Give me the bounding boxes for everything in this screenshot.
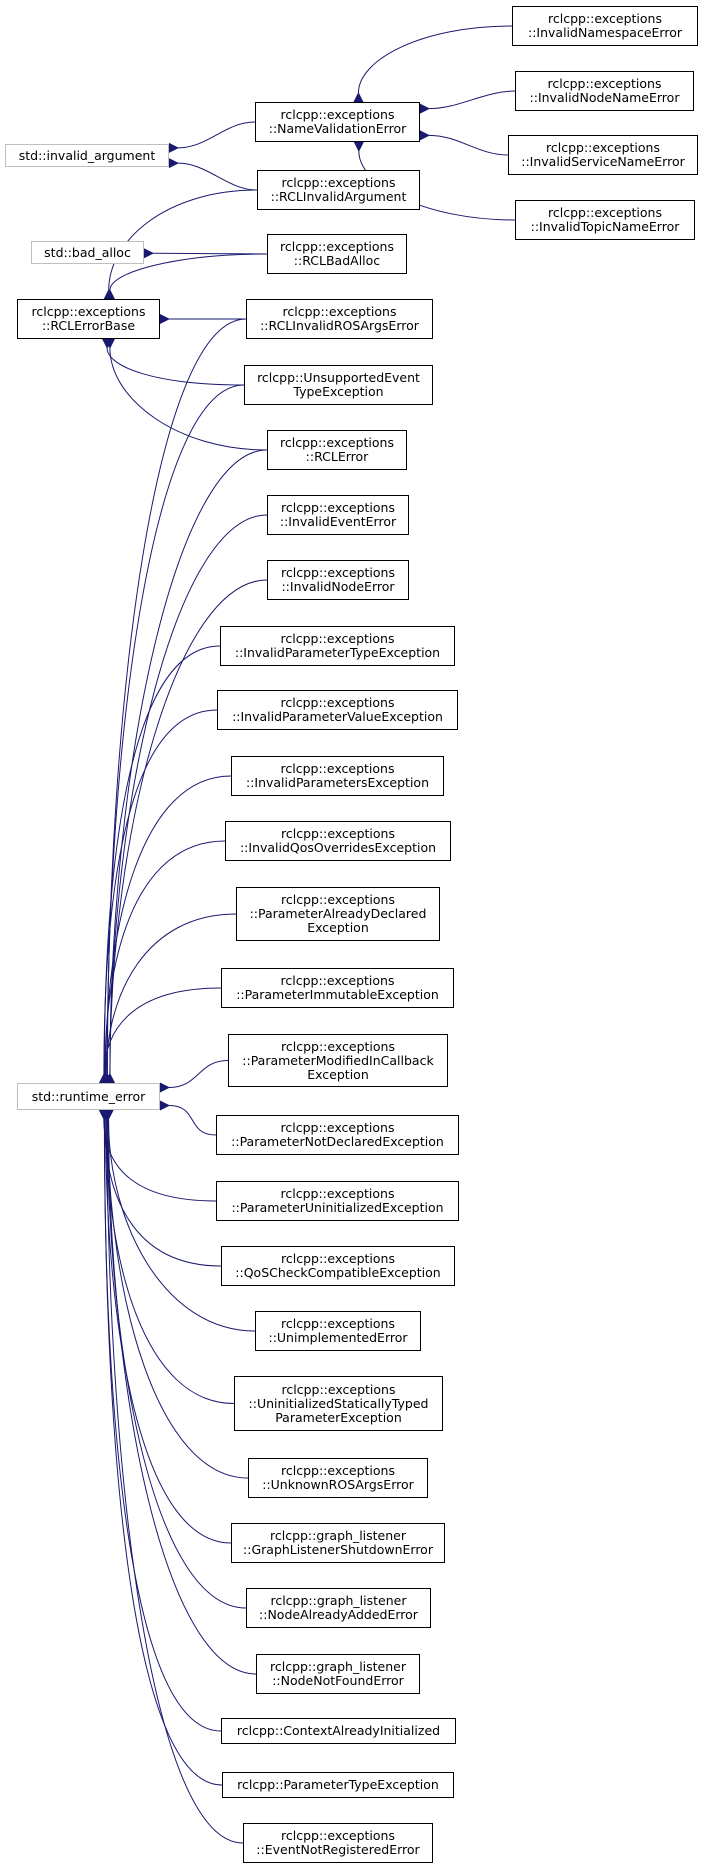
class-node-bad-alloc[interactable]: std::bad_alloc [31, 241, 144, 264]
inheritance-edge-rclerror-to-rclerror-base [104, 338, 268, 451]
class-node-unknown-rosargs-error[interactable]: rclcpp::exceptions ::UnknownROSArgsError [248, 1458, 428, 1498]
class-node-invalid-topic-name-error[interactable]: rclcpp::exceptions ::InvalidTopicNameErr… [515, 200, 695, 240]
inheritance-edge-rclinvalid-argument-to-rclerror-base [103, 189, 258, 300]
inheritance-edge-parameter-immutable-exception-to-runtime-error [99, 987, 222, 1084]
inheritance-edge-rclerror-to-runtime-error [104, 449, 268, 1084]
class-node-node-not-found-error[interactable]: rclcpp::graph_listener ::NodeNotFoundErr… [256, 1654, 420, 1694]
inheritance-edge-parameter-not-declared-exception-to-runtime-error [159, 1100, 217, 1136]
inheritance-edge-rclinvalid-argument-to-invalid-argument [168, 158, 258, 191]
class-node-unimplemented-error[interactable]: rclcpp::exceptions ::UnimplementedError [255, 1311, 421, 1351]
inheritance-edge-parameter-already-declared-exception-to-runtime-error [101, 913, 237, 1084]
class-node-parameter-immutable-exception[interactable]: rclcpp::exceptions ::ParameterImmutableE… [221, 968, 454, 1008]
inheritance-edge-rclbad-alloc-to-rclerror-base [104, 253, 268, 300]
class-node-invalid-event-error[interactable]: rclcpp::exceptions ::InvalidEventError [267, 495, 409, 535]
inheritance-edge-invalid-qos-overrides-exception-to-runtime-error [99, 840, 226, 1084]
class-node-uninitialized-statically-typed-parameter-exception[interactable]: rclcpp::exceptions ::UninitializedStatic… [234, 1376, 443, 1431]
class-node-rclerror[interactable]: rclcpp::exceptions ::RCLError [267, 430, 407, 470]
class-node-context-already-initialized[interactable]: rclcpp::ContextAlreadyInitialized [221, 1718, 456, 1744]
inheritance-edge-node-not-found-error-to-runtime-error [103, 1109, 257, 1675]
class-node-unsupported-event-type-exception[interactable]: rclcpp::UnsupportedEvent TypeException [244, 365, 433, 405]
class-node-name-validation-error[interactable]: rclcpp::exceptions ::NameValidationError [255, 102, 420, 142]
class-node-qo-scheck-compatible-exception[interactable]: rclcpp::exceptions ::QoSCheckCompatibleE… [221, 1246, 455, 1286]
inheritance-edge-event-not-registered-error-to-runtime-error [102, 1109, 244, 1844]
class-node-parameter-type-exception[interactable]: rclcpp::ParameterTypeException [222, 1772, 454, 1798]
inheritance-edge-unimplemented-error-to-runtime-error [103, 1109, 256, 1332]
class-node-invalid-argument[interactable]: std::invalid_argument [5, 144, 169, 167]
inheritance-edge-parameter-uninitialized-exception-to-runtime-error [98, 1109, 217, 1202]
class-node-rclinvalid-argument[interactable]: rclcpp::exceptions ::RCLInvalidArgument [257, 170, 420, 210]
class-node-event-not-registered-error[interactable]: rclcpp::exceptions ::EventNotRegisteredE… [243, 1823, 433, 1863]
inheritance-edge-invalid-parameter-value-exception-to-runtime-error [98, 709, 218, 1084]
class-node-rclinvalid-rosargs-error[interactable]: rclcpp::exceptions ::RCLInvalidROSArgsEr… [246, 299, 433, 339]
edges-layer [98, 25, 516, 1844]
class-node-invalid-node-error[interactable]: rclcpp::exceptions ::InvalidNodeError [267, 560, 409, 600]
inheritance-edge-graph-listener-shutdown-error-to-runtime-error [100, 1109, 232, 1544]
inheritance-edge-parameter-modified-in-callback-exception-to-runtime-error [159, 1060, 229, 1093]
class-node-invalid-namespace-error[interactable]: rclcpp::exceptions ::InvalidNamespaceErr… [512, 6, 698, 46]
inheritance-edge-node-already-added-error-to-runtime-error [102, 1109, 247, 1609]
class-node-invalid-parameter-value-exception[interactable]: rclcpp::exceptions ::InvalidParameterVal… [217, 690, 458, 730]
inheritance-edge-invalid-node-name-error-to-name-validation-error [419, 90, 516, 114]
inheritance-edge-invalid-namespace-error-to-name-validation-error [353, 25, 513, 103]
class-node-rclbad-alloc[interactable]: rclcpp::exceptions ::RCLBadAlloc [267, 234, 407, 274]
class-node-invalid-service-name-error[interactable]: rclcpp::exceptions ::InvalidServiceNameE… [508, 135, 698, 175]
inheritance-edge-parameter-type-exception-to-runtime-error [99, 1109, 223, 1786]
class-node-parameter-already-declared-exception[interactable]: rclcpp::exceptions ::ParameterAlreadyDec… [236, 887, 440, 941]
class-node-parameter-not-declared-exception[interactable]: rclcpp::exceptions ::ParameterNotDeclare… [216, 1115, 459, 1155]
class-node-invalid-parameter-type-exception[interactable]: rclcpp::exceptions ::InvalidParameterTyp… [220, 626, 455, 666]
class-node-invalid-node-name-error[interactable]: rclcpp::exceptions ::InvalidNodeNameErro… [515, 71, 694, 111]
inheritance-edge-qo-scheck-compatible-exception-to-runtime-error [99, 1109, 222, 1267]
inheritance-edge-unsupported-event-type-exception-to-rclerror-base [102, 338, 245, 386]
class-node-node-already-added-error[interactable]: rclcpp::graph_listener ::NodeAlreadyAdde… [246, 1588, 431, 1628]
class-node-runtime-error[interactable]: std::runtime_error [17, 1083, 160, 1110]
class-node-parameter-modified-in-callback-exception[interactable]: rclcpp::exceptions ::ParameterModifiedIn… [228, 1034, 448, 1087]
class-node-parameter-uninitialized-exception[interactable]: rclcpp::exceptions ::ParameterUninitiali… [216, 1181, 459, 1221]
inheritance-edge-uninitialized-statically-typed-parameter-exception-to-runtime-error [100, 1109, 235, 1404]
inheritance-edge-invalid-service-name-error-to-name-validation-error [419, 130, 509, 156]
inheritance-edge-unknown-rosargs-error-to-runtime-error [102, 1109, 249, 1479]
class-node-invalid-qos-overrides-exception[interactable]: rclcpp::exceptions ::InvalidQosOverrides… [225, 821, 451, 861]
inheritance-edge-name-validation-error-to-invalid-argument [168, 121, 256, 153]
class-node-rclerror-base[interactable]: rclcpp::exceptions ::RCLErrorBase [17, 299, 160, 339]
class-node-graph-listener-shutdown-error[interactable]: rclcpp::graph_listener ::GraphListenerSh… [231, 1523, 445, 1563]
class-node-invalid-parameters-exception[interactable]: rclcpp::exceptions ::InvalidParametersEx… [231, 756, 444, 796]
